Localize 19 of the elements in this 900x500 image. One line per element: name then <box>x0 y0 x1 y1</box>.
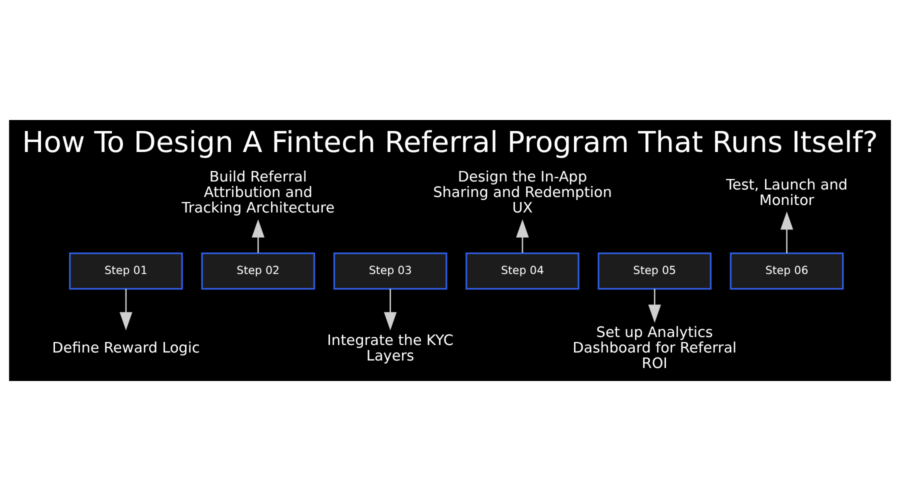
diagram-title: How To Design A Fintech Referral Program That Runs Itself? <box>22 124 878 158</box>
arrow <box>780 210 794 253</box>
node-box: Step 01 <box>69 252 183 290</box>
arrow <box>648 288 662 322</box>
arrow <box>252 218 265 252</box>
node-box: Step 03 <box>333 252 448 290</box>
node-text: Define Reward Logic <box>52 340 200 356</box>
node-box: Step 04 <box>466 252 580 290</box>
arrow <box>120 288 132 330</box>
arrow <box>384 288 397 330</box>
node-text: Integrate the KYC Layers <box>327 332 454 364</box>
node-text: Test, Launch and Monitor <box>726 176 848 208</box>
node-box: Step 02 <box>201 252 316 290</box>
node-text: Build Referral Attribution and Tracking Architecture <box>182 169 335 216</box>
node-text: Design the In-App Sharing and Redemption UX <box>433 169 612 216</box>
node-box: Step 06 <box>730 252 844 290</box>
node-box: Step 05 <box>598 252 712 290</box>
node-text: Set up Analytics Dashboard for Referral ROI <box>572 324 737 372</box>
arrow <box>516 218 529 252</box>
